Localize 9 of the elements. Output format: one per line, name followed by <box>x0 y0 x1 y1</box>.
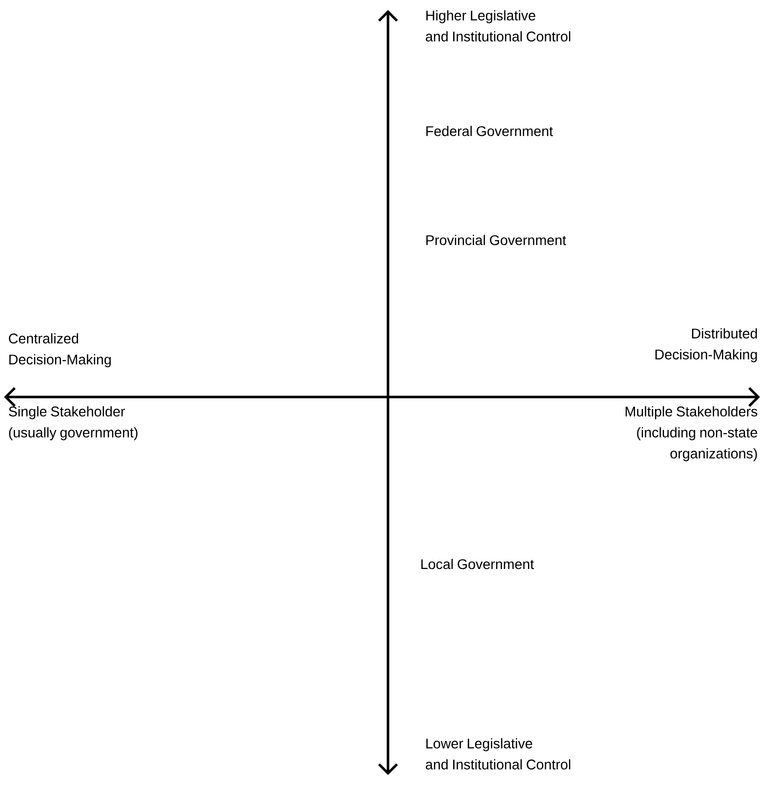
level-label: Local Government <box>421 558 534 570</box>
axis-end-label: Centralized Decision-Making <box>8 333 111 368</box>
axis-side-label: Single Stakeholder (usually government) <box>8 406 138 440</box>
level-label: Provincial Government <box>426 234 566 246</box>
axis-end-label: Higher Legislative and Institutional Control <box>426 10 570 42</box>
axis-end-label: Lower Legislative and Institutional Control <box>426 738 570 770</box>
axis-end-label: Distributed Decision-Making <box>655 328 757 362</box>
axis-side-label: Multiple Stakeholders (including non-state organizations) <box>626 406 758 462</box>
level-label: Federal Government <box>426 126 553 136</box>
